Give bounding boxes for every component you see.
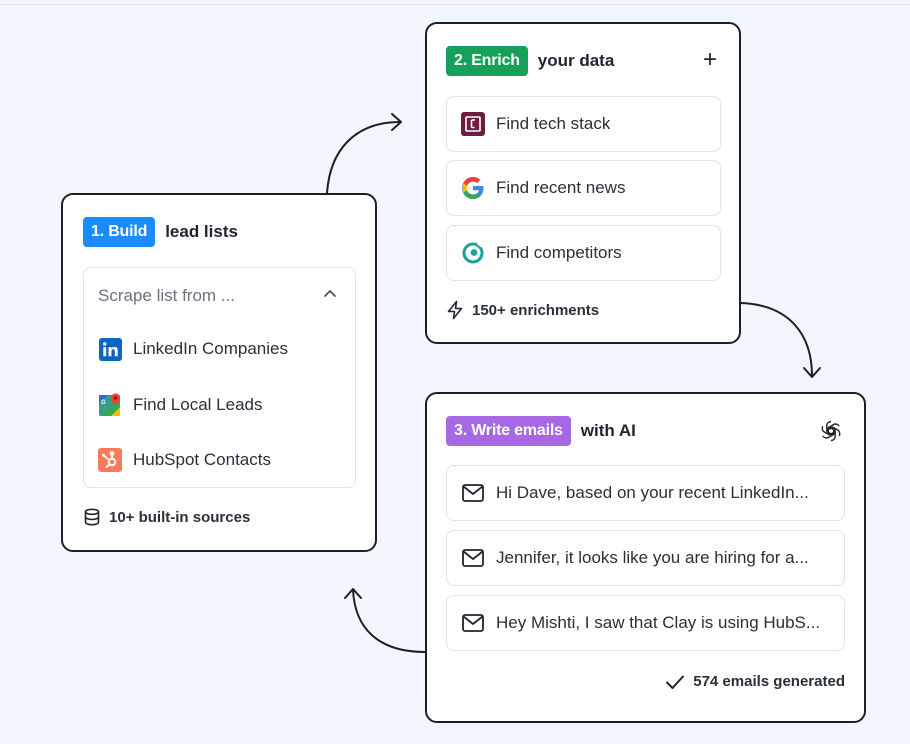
- enrich-step-badge: 2. Enrich: [446, 46, 528, 76]
- google-icon: [461, 176, 485, 200]
- lightning-icon: [446, 300, 464, 320]
- top-divider: [0, 4, 910, 5]
- google-maps-icon: G: [98, 393, 122, 417]
- hubspot-icon: [98, 448, 122, 472]
- build-title: lead lists: [165, 222, 238, 241]
- email-draft-2[interactable]: Jennifer, it looks like you are hiring f…: [446, 530, 845, 586]
- arrow-build-to-enrich: [326, 121, 401, 194]
- build-footer-text: 10+ built-in sources: [109, 508, 251, 526]
- add-enrichment-button[interactable]: +: [703, 46, 718, 73]
- source-item-label: LinkedIn Companies: [133, 339, 288, 358]
- database-icon: [83, 508, 101, 526]
- source-item-local-leads[interactable]: G Find Local Leads: [98, 393, 262, 417]
- enrich-item-label: Find competitors: [496, 243, 622, 262]
- source-item-label: Find Local Leads: [133, 395, 263, 414]
- arrow-build-to-enrich-head: [391, 113, 402, 131]
- write-card: 3. Write emails with AI Hi Dave, based o…: [425, 392, 866, 723]
- email-preview-text: Hey Mishti, I saw that Clay is using Hub…: [496, 613, 821, 632]
- arrow-enrich-to-write: [740, 302, 813, 377]
- email-preview-text: Hi Dave, based on your recent LinkedIn..…: [496, 483, 809, 502]
- build-step-badge: 1. Build: [83, 217, 156, 247]
- source-item-label: HubSpot Contacts: [133, 450, 271, 469]
- svg-text:G: G: [101, 400, 106, 406]
- write-footer-text: 574 emails generated: [693, 673, 845, 690]
- scrape-dropdown-toggle[interactable]: Scrape list from ...: [84, 268, 355, 324]
- linkedin-icon: [98, 337, 122, 361]
- enrich-title: your data: [537, 51, 615, 70]
- email-preview-text: Jennifer, it looks like you are hiring f…: [496, 548, 809, 567]
- enrich-footer: 150+ enrichments: [446, 300, 599, 320]
- enrich-item-label: Find recent news: [496, 178, 626, 197]
- enrich-item-tech-stack[interactable]: Find tech stack: [446, 96, 721, 152]
- arrow-write-to-build: [352, 589, 426, 653]
- arrow-write-to-build-head: [344, 588, 362, 599]
- enrich-header: 2. Enrich your data: [446, 46, 614, 76]
- checkmark-icon: [665, 674, 685, 690]
- chevron-up-icon[interactable]: [322, 286, 338, 302]
- write-header: 3. Write emails with AI: [446, 416, 636, 446]
- write-title: with AI: [580, 421, 636, 440]
- enrich-item-competitors[interactable]: Find competitors: [446, 225, 721, 281]
- build-card: 1. Build lead lists Scrape list from ...…: [61, 193, 377, 552]
- mail-icon: [461, 611, 485, 635]
- mail-icon: [461, 546, 485, 570]
- scrape-source-dropdown: Scrape list from ... LinkedIn Companies: [83, 267, 356, 488]
- email-draft-1[interactable]: Hi Dave, based on your recent LinkedIn..…: [446, 465, 845, 521]
- enrich-item-label: Find tech stack: [496, 114, 611, 133]
- enrich-item-recent-news[interactable]: Find recent news: [446, 160, 721, 216]
- arrow-enrich-to-write-head: [803, 367, 821, 378]
- competitors-icon: [461, 241, 485, 265]
- write-step-badge: 3. Write emails: [446, 416, 571, 446]
- email-draft-3[interactable]: Hey Mishti, I saw that Clay is using Hub…: [446, 595, 845, 651]
- openai-icon: [818, 418, 844, 444]
- enrich-card: 2. Enrich your data + Find tech stack Fi…: [425, 22, 741, 344]
- source-item-hubspot[interactable]: HubSpot Contacts: [98, 448, 271, 472]
- enrich-footer-text: 150+ enrichments: [472, 301, 600, 319]
- mail-icon: [461, 481, 485, 505]
- tech-stack-icon: [461, 112, 485, 136]
- write-footer: 574 emails generated: [665, 673, 845, 690]
- scrape-dropdown-label: Scrape list from ...: [98, 286, 235, 305]
- source-item-linkedin[interactable]: LinkedIn Companies: [98, 337, 288, 361]
- build-header: 1. Build lead lists: [83, 217, 238, 247]
- build-footer: 10+ built-in sources: [83, 508, 250, 526]
